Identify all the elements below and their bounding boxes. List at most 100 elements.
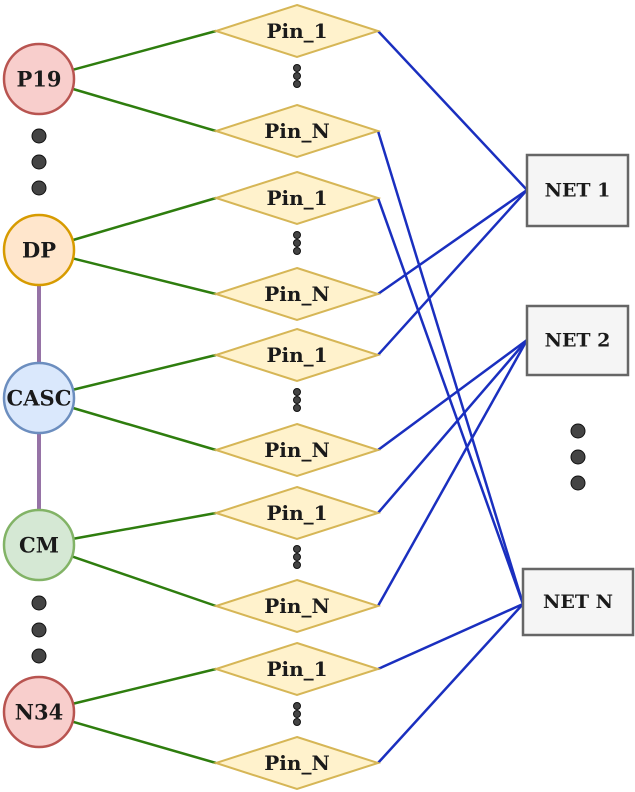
pin-label: Pin_N — [264, 119, 329, 143]
pin-diamond — [212, 485, 382, 541]
pin-diamond — [212, 422, 382, 478]
pin-net-edge — [377, 338, 528, 452]
pin-label: Pin_1 — [266, 657, 327, 681]
net-box — [521, 567, 635, 637]
net-box — [525, 153, 630, 228]
ellipsis-dot — [293, 545, 301, 553]
pin-label: Pin_1 — [266, 343, 327, 367]
instance-node-p19[interactable]: P19 — [2, 42, 76, 116]
ellipsis-dot — [293, 388, 301, 396]
instance-node-cm[interactable]: CM — [2, 508, 76, 582]
ellipsis-dot — [293, 239, 301, 247]
pin-diamond — [212, 103, 382, 159]
instance-node-label: P19 — [16, 67, 61, 92]
pin-diamond — [212, 735, 382, 791]
ellipsis-dot — [31, 154, 47, 170]
net-box — [525, 304, 630, 377]
pin-label: Pin_1 — [266, 186, 327, 210]
ellipsis-dot — [293, 561, 301, 569]
ellipsis-dot — [293, 72, 301, 80]
pin-net-edges — [376, 30, 529, 764]
instance-pin-edge — [72, 353, 217, 391]
pin-diamond — [212, 3, 382, 59]
pin-node-n34-pin-1[interactable]: Pin_1 — [212, 641, 382, 697]
pin-diamond — [212, 266, 382, 322]
instance-pin-edge — [72, 406, 217, 452]
pin-label: Pin_N — [264, 282, 329, 306]
ellipsis-dot — [31, 622, 47, 638]
net-node-net2[interactable]: NET 2 — [525, 304, 630, 377]
net-label: NET 1 — [545, 180, 611, 202]
pin-node-casc-pin-n[interactable]: Pin_N — [212, 422, 382, 478]
net-node-netn[interactable]: NET N — [521, 567, 635, 637]
pin-label: Pin_1 — [266, 501, 327, 525]
ellipsis-dot — [293, 718, 301, 726]
net-label: NET N — [543, 591, 613, 613]
instance-node-circle — [2, 213, 76, 287]
ellipsis-dot — [570, 423, 586, 439]
ellipsis-dot — [570, 475, 586, 491]
instance-node-circle — [2, 675, 76, 749]
pin-node-cm-pin-1[interactable]: Pin_1 — [212, 485, 382, 541]
pin-node-cm-pin-n[interactable]: Pin_N — [212, 578, 382, 634]
instance-node-dp[interactable]: DP — [2, 213, 76, 287]
instance-node-circle — [2, 42, 76, 116]
instance-node-circle — [2, 508, 76, 582]
pin-node-p19-pin-1[interactable]: Pin_1 — [212, 3, 382, 59]
ellipsis-dot — [31, 128, 47, 144]
ellipsis-dot — [293, 231, 301, 239]
ellipsis-dot — [31, 595, 47, 611]
pin-node-n34-pin-n[interactable]: Pin_N — [212, 735, 382, 791]
pin-label: Pin_1 — [266, 19, 327, 43]
instance-pin-edge — [73, 511, 217, 541]
instance-pin-edge — [72, 667, 217, 705]
instance-pin-edge — [72, 720, 217, 765]
ellipsis-dot — [293, 404, 301, 412]
instance-node-label: CM — [19, 533, 59, 558]
ellipsis-dot — [31, 648, 47, 664]
pin-net-edge — [377, 339, 528, 514]
pin-net-edge — [376, 197, 525, 605]
net-label: NET 2 — [545, 330, 611, 352]
ellipsis-dot — [293, 553, 301, 561]
pin-diamond — [212, 578, 382, 634]
pin-label: Pin_N — [264, 594, 329, 618]
instance-node-circle — [2, 361, 76, 435]
pin-node-casc-pin-1[interactable]: Pin_1 — [212, 327, 382, 383]
instance-pin-edge — [72, 29, 217, 72]
pin-net-edge — [377, 602, 524, 671]
instance-pin-edge — [72, 257, 217, 296]
pin-label: Pin_N — [264, 751, 329, 775]
pin-diamond — [212, 641, 382, 697]
pin-net-edge — [377, 189, 528, 356]
ellipsis-dot — [293, 710, 301, 718]
pin-net-edge — [376, 339, 529, 607]
net-node-net1[interactable]: NET 1 — [525, 153, 630, 228]
pin-node-dp-pin-n[interactable]: Pin_N — [212, 266, 382, 322]
pin-net-edge — [376, 130, 525, 605]
ellipsis-dot — [293, 247, 301, 255]
pin-label: Pin_N — [264, 438, 329, 462]
ellipsis-dot — [31, 180, 47, 196]
instance-node-n34[interactable]: N34 — [2, 675, 76, 749]
ellipsis-dots — [31, 64, 586, 726]
pin-diamond — [212, 327, 382, 383]
ellipsis-dot — [293, 702, 301, 710]
instance-node-casc[interactable]: CASC — [2, 361, 76, 435]
pin-net-edge — [377, 603, 524, 764]
instance-pin-edge — [72, 196, 217, 242]
pin-net-edge — [377, 30, 528, 191]
pin-node-p19-pin-n[interactable]: Pin_N — [212, 103, 382, 159]
ellipsis-dot — [293, 64, 301, 72]
instance-pin-edges — [71, 29, 217, 765]
instance-node-label: CASC — [7, 386, 72, 411]
pin-net-edge — [377, 188, 528, 296]
instance-pin-edge — [72, 87, 217, 133]
ellipsis-dot — [570, 449, 586, 465]
pin-node-dp-pin-1[interactable]: Pin_1 — [212, 170, 382, 226]
ellipsis-dot — [293, 80, 301, 88]
instance-pin-edge — [71, 555, 217, 608]
instance-node-label: DP — [22, 238, 56, 263]
ellipsis-dot — [293, 396, 301, 404]
